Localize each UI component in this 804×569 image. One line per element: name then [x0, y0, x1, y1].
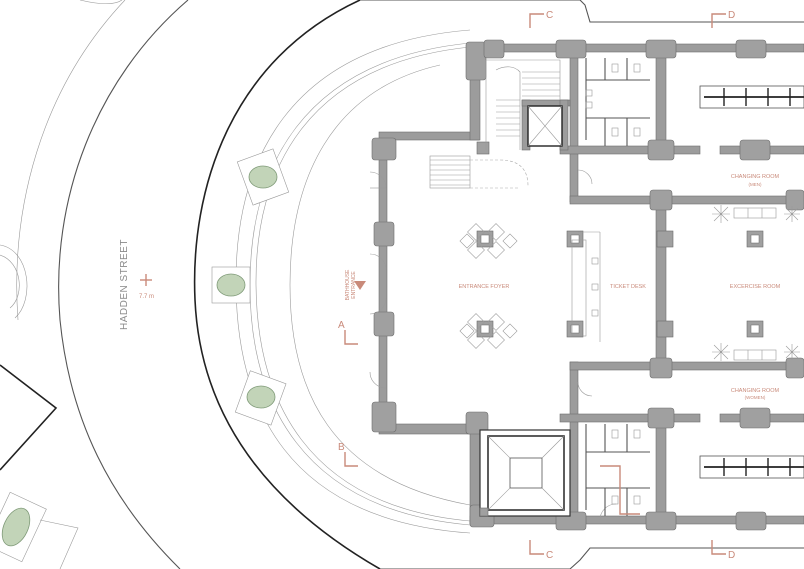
room-label-exercise: EXCERCISE ROOM — [730, 284, 781, 290]
entrance-label-line1: BATHHOUSE — [345, 269, 351, 300]
street-width-marker — [140, 274, 152, 286]
exercise-equipment — [712, 205, 800, 361]
room-label-changing-women: CHANGING ROOM — [731, 388, 780, 394]
entrance-label-line2: ENTRANCE — [351, 271, 357, 299]
section-marker-d-top: D — [711, 10, 735, 28]
svg-text:D: D — [728, 550, 735, 561]
room-label-ticket: TICKET DESK — [610, 284, 646, 290]
section-marker-b: B — [338, 442, 358, 467]
room-sub-changing-women: (WOMEN) — [745, 395, 766, 400]
section-marker-d-bottom: D — [711, 540, 735, 561]
section-marker-c-top: C — [529, 10, 553, 28]
section-marker-a: A — [338, 320, 358, 345]
room-label-foyer: ENTRANCE FOYER — [459, 284, 510, 290]
stair-top — [485, 59, 563, 150]
street-name: HADDEN STREET — [119, 239, 130, 330]
svg-text:A: A — [338, 320, 345, 331]
interior-columns — [476, 141, 764, 338]
entrance-arrow-icon — [354, 281, 366, 290]
room-label-changing-men: CHANGING ROOM — [731, 174, 780, 180]
wc-cubicles-top — [585, 58, 650, 146]
svg-text:D: D — [728, 10, 735, 21]
planter-shrub — [1, 507, 31, 547]
neighbour-features — [0, 244, 79, 569]
benches — [699, 85, 804, 479]
perimeter-piers — [371, 39, 804, 531]
street-width-label: 7.7 m — [139, 294, 154, 300]
seating-group — [459, 313, 518, 349]
entrance-stair — [429, 155, 529, 189]
section-marker-c-bottom: C — [529, 540, 553, 561]
planter-shrub — [216, 273, 246, 297]
planter-group — [211, 148, 290, 426]
skylight — [479, 429, 571, 517]
planter-shrub — [246, 385, 276, 409]
neighbour-building — [0, 364, 58, 471]
seating-group — [459, 223, 518, 259]
wc-cubicles-bottom — [585, 424, 650, 516]
planter-shrub — [248, 165, 278, 189]
svg-text:C: C — [546, 10, 553, 21]
street-curves — [16, 0, 381, 569]
svg-text:B: B — [338, 442, 345, 453]
room-sub-changing-men: (MEN) — [749, 182, 762, 187]
ticket-desk — [571, 231, 601, 342]
svg-text:C: C — [546, 550, 553, 561]
